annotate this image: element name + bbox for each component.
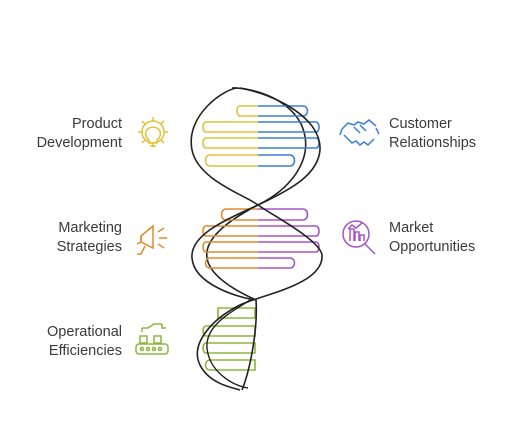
- label-line: Customer: [389, 116, 452, 132]
- label-line: Market: [389, 220, 434, 236]
- handshake-icon: [339, 119, 380, 146]
- label-line: Development: [36, 135, 122, 151]
- label-product-development: Product Development: [37, 115, 122, 153]
- megaphone-icon: [136, 224, 167, 255]
- magnifier-chart-icon: [342, 220, 376, 255]
- label-line: Operational: [47, 324, 122, 340]
- label-line: Marketing: [58, 220, 122, 236]
- helix-strand-front-inner: [206, 299, 251, 389]
- gear-lightbulb-icon: [138, 117, 168, 147]
- label-line: Product: [72, 116, 122, 132]
- label-customer-relationships: Customer Relationships: [389, 115, 476, 153]
- label-line: Relationships: [389, 135, 477, 151]
- label-line: Opportunities: [389, 239, 476, 255]
- label-market-opportunities: Market Opportunities: [389, 219, 475, 257]
- conveyor-robot-arm-icon: [135, 323, 169, 355]
- label-line: Efficiencies: [48, 343, 122, 359]
- helix-strand-front-top: [190, 87, 323, 391]
- label-marketing-strategies: Marketing Strategies: [57, 219, 122, 257]
- helix-strand-front-band: [191, 87, 321, 391]
- rungs-market-opportunities: [258, 208, 320, 269]
- rungs-product-development: [202, 105, 258, 167]
- label-operational-efficiencies: Operational Efficiencies: [47, 323, 122, 361]
- label-line: Strategies: [56, 239, 122, 255]
